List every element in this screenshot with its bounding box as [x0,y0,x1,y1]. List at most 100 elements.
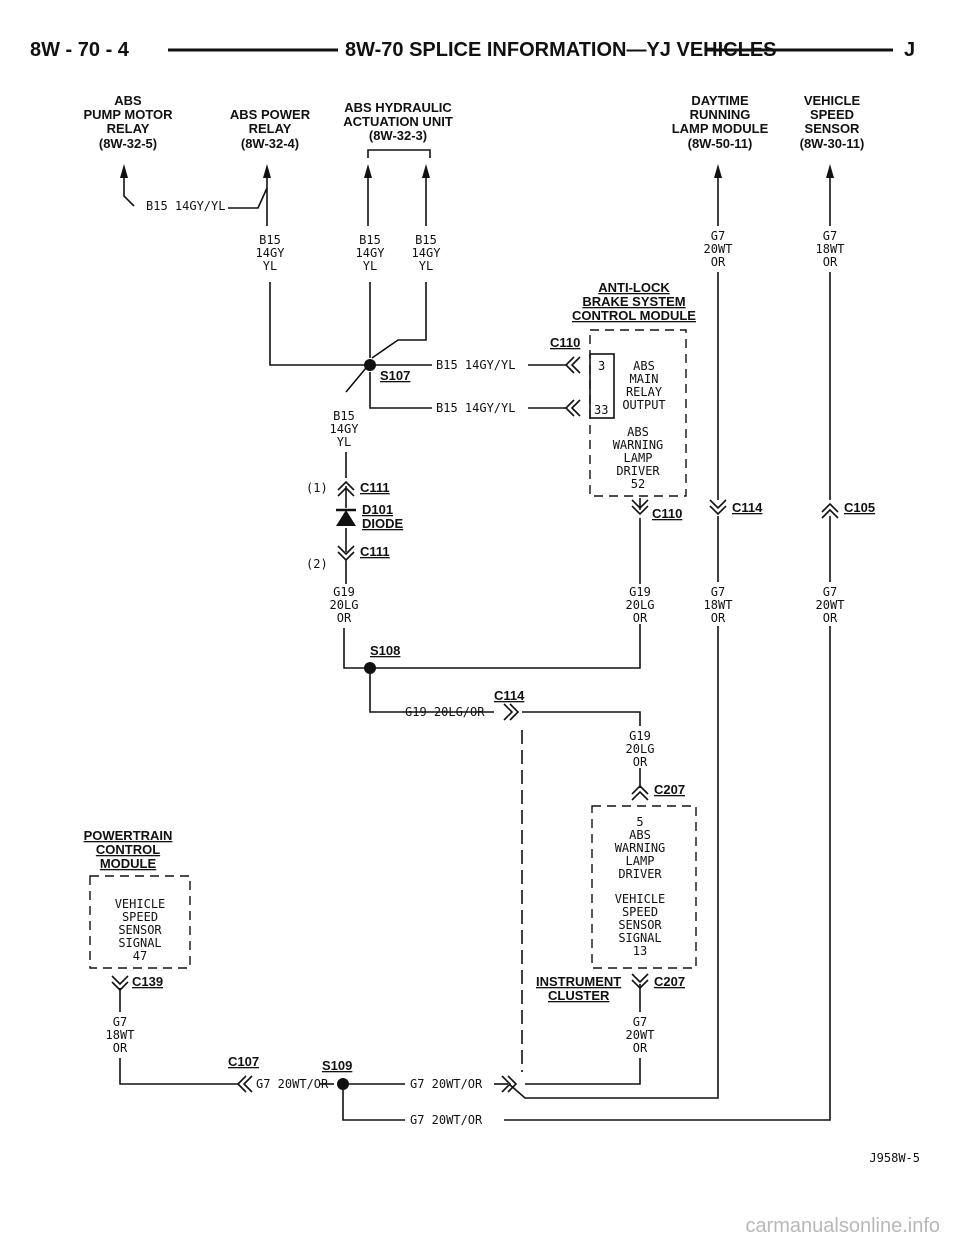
connector-c111-bottom-pin: (2) [306,557,328,571]
svg-text:WARNING: WARNING [613,438,664,452]
svg-text:(8W-32-4): (8W-32-4) [241,136,299,151]
svg-text:G7 20WT/OR: G7 20WT/OR [256,1077,329,1091]
svg-text:POWERTRAIN: POWERTRAIN [84,828,173,843]
svg-text:13: 13 [633,944,647,958]
svg-text:CONTROL: CONTROL [96,842,160,857]
svg-text:SENSOR: SENSOR [805,121,861,136]
svg-text:G19 20LG/OR: G19 20LG/OR [405,705,485,719]
connector-c111-top-icon [337,480,355,497]
connector-c111-top: C111 [360,480,390,495]
svg-text:33: 33 [594,403,608,417]
connector-c111-bottom: C111 [360,544,390,559]
arrow-icon [364,164,372,178]
svg-text:RELAY: RELAY [107,121,150,136]
svg-text:MODULE: MODULE [100,856,157,871]
svg-text:52: 52 [631,477,645,491]
svg-text:18WT: 18WT [704,598,733,612]
connector-c207-top-icon [631,784,649,801]
svg-text:RUNNING: RUNNING [690,107,751,122]
svg-text:G7: G7 [823,585,837,599]
figure-id: J958W-5 [869,1151,920,1165]
connector-c111-top-pin: (1) [306,481,328,495]
svg-text:G19: G19 [629,729,651,743]
arrow-icon [826,164,834,178]
connector-c105-icon [821,502,839,519]
svg-text:G7 20WT/OR: G7 20WT/OR [410,1077,483,1091]
drl-module-label: DAYTIME RUNNING LAMP MODULE (8W-50-11) [672,93,769,151]
svg-text:20LG: 20LG [626,598,655,612]
svg-text:ABS: ABS [627,425,649,439]
svg-text:20LG: 20LG [330,598,359,612]
svg-text:YL: YL [263,259,277,273]
svg-text:47: 47 [133,949,147,963]
connector-c110-pin33-icon [564,399,581,417]
connector-c107: C107 [228,1054,259,1069]
connector-c207-bottom-icon [631,973,649,990]
hydraulic-unit-bracket [367,149,431,158]
svg-text:OR: OR [711,611,726,625]
svg-text:G7: G7 [633,1015,647,1029]
abs-control-module: ANTI-LOCK BRAKE SYSTEM CONTROL MODULE 3 … [572,280,696,497]
svg-text:(8W-32-3): (8W-32-3) [369,128,427,143]
connector-labels: C110 (1) C111 D101 DIODE (2) C111 C110 C… [132,335,875,1073]
svg-text:ABS HYDRAULIC: ABS HYDRAULIC [344,100,452,115]
instrument-cluster-box [591,805,697,969]
svg-text:18WT: 18WT [816,242,845,256]
page-header: 8W - 70 - 4 8W-70 SPLICE INFORMATION—YJ … [30,39,915,61]
svg-text:YL: YL [337,435,351,449]
svg-text:G7: G7 [711,585,725,599]
svg-text:14GY: 14GY [356,246,386,260]
connector-c111-bottom-icon [337,545,355,562]
svg-text:20LG: 20LG [626,742,655,756]
pcm-box [89,875,191,969]
svg-text:SPEED: SPEED [810,107,854,122]
connector-c207-top: C207 [654,782,685,797]
svg-text:B15: B15 [415,233,437,247]
abs-pump-motor-relay-label: ABS PUMP MOTOR RELAY (8W-32-5) [83,93,173,151]
watermark: carmanualsonline.info [745,1215,940,1237]
splice-s107: S107 [380,368,410,383]
svg-text:OR: OR [113,1041,128,1055]
svg-text:B15: B15 [259,233,281,247]
svg-text:(8W-50-11): (8W-50-11) [688,136,753,151]
diode-label: D101 [362,502,393,517]
wire-labels: B15 14GY/YL B15 14GY YL B15 14GY YL B15 … [106,199,845,1127]
svg-text:SENSOR: SENSOR [618,918,662,932]
arrow-icon [714,164,722,178]
section-letter: J [904,39,915,61]
svg-text:ABS: ABS [633,359,655,373]
svg-text:VEHICLE: VEHICLE [115,897,166,911]
svg-text:G19: G19 [629,585,651,599]
svg-text:MAIN: MAIN [630,372,659,386]
svg-text:B15: B15 [333,409,355,423]
splice-s109-dot [337,1078,349,1090]
svg-text:(8W-30-11): (8W-30-11) [800,136,865,151]
connector-c110-pin3-icon [564,356,581,374]
svg-text:WARNING: WARNING [615,841,666,855]
svg-text:VEHICLE: VEHICLE [615,892,666,906]
splice-s108: S108 [370,643,400,658]
svg-text:ANTI-LOCK: ANTI-LOCK [598,280,670,295]
svg-text:PUMP MOTOR: PUMP MOTOR [83,107,173,122]
svg-text:YL: YL [363,259,377,273]
svg-text:G19: G19 [333,585,355,599]
svg-text:RELAY: RELAY [249,121,292,136]
svg-text:(8W-32-5): (8W-32-5) [99,136,157,151]
svg-text:B15 14GY/YL: B15 14GY/YL [436,401,515,415]
svg-text:OUTPUT: OUTPUT [622,398,665,412]
svg-text:INSTRUMENT: INSTRUMENT [536,974,621,989]
vehicle-speed-sensor-label: VEHICLE SPEED SENSOR (8W-30-11) [800,93,865,151]
diode-label-2: DIODE [362,516,404,531]
svg-text:ABS: ABS [114,93,142,108]
svg-text:SPEED: SPEED [622,905,658,919]
connector-c207-bottom: C207 [654,974,685,989]
svg-text:OR: OR [337,611,352,625]
connector-c114-bottom-icon [501,1075,518,1093]
arrow-icon [263,164,271,178]
svg-text:OR: OR [633,1041,648,1055]
svg-text:18WT: 18WT [106,1028,135,1042]
svg-text:5: 5 [636,815,643,829]
svg-text:OR: OR [823,611,838,625]
svg-text:ACTUATION UNIT: ACTUATION UNIT [343,114,453,129]
svg-text:LAMP MODULE: LAMP MODULE [672,121,769,136]
